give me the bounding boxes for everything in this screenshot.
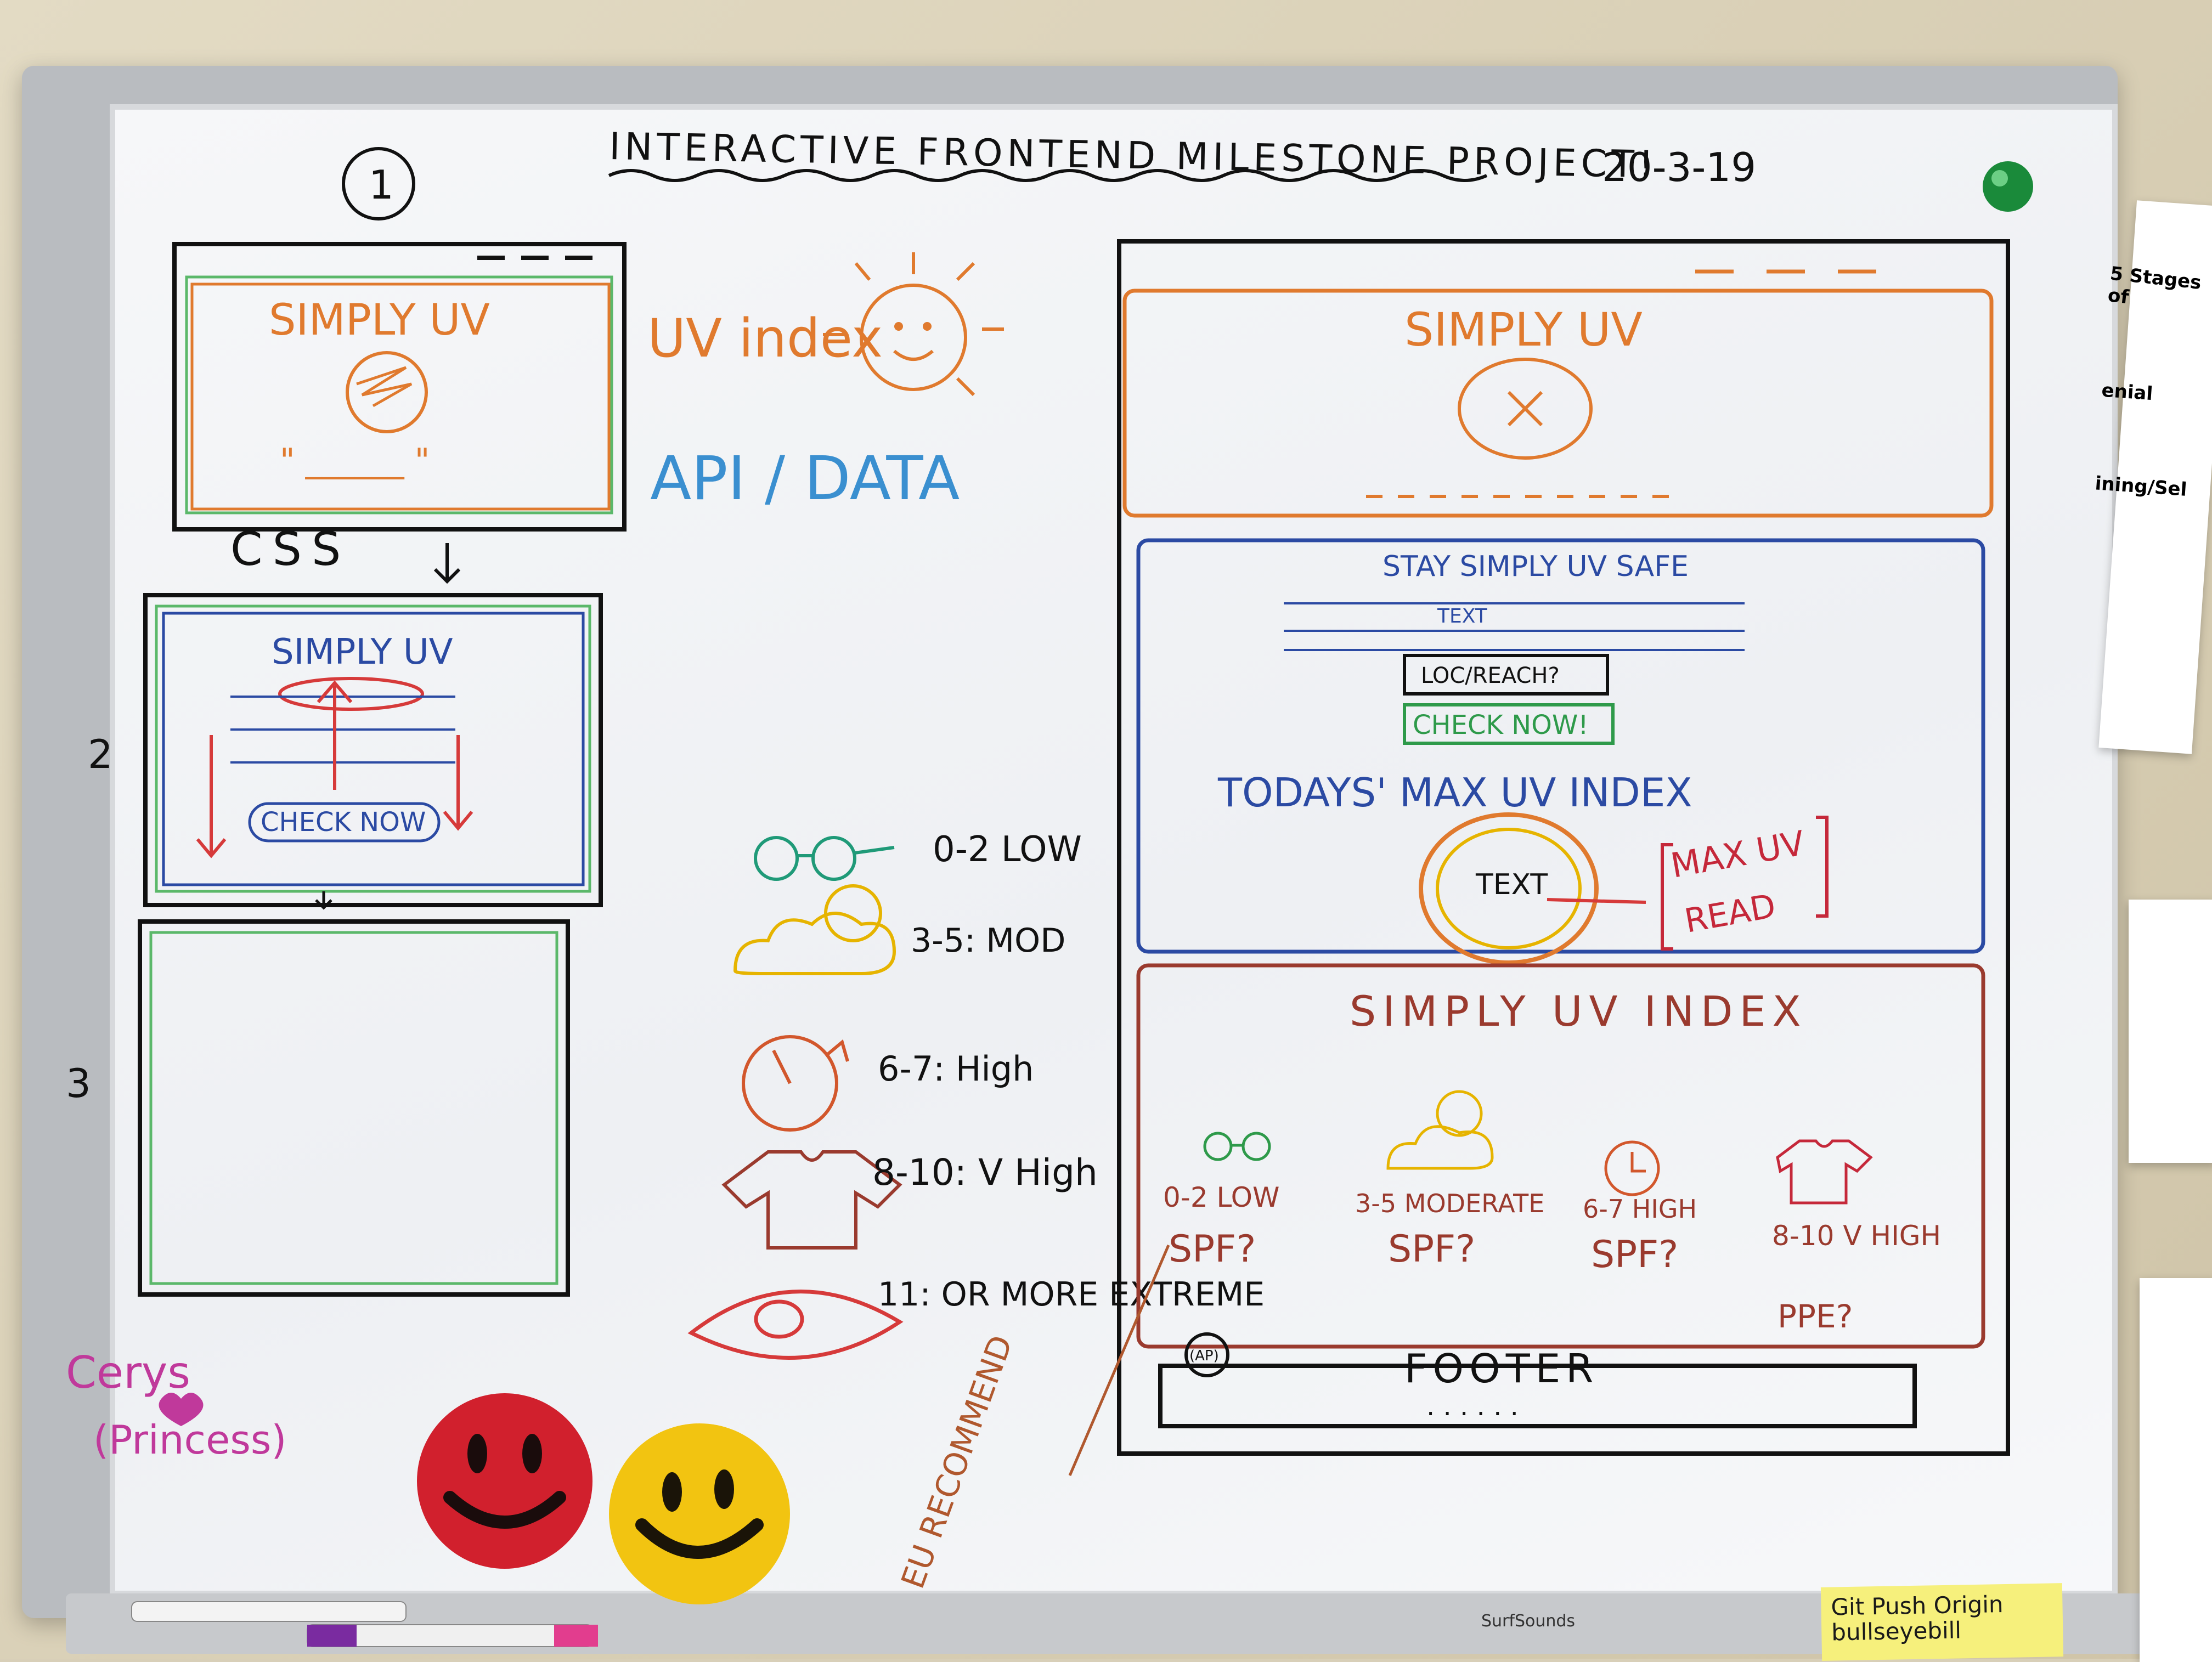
wire1-quote: " ______ " xyxy=(280,442,430,480)
api-data-label: API / DATA xyxy=(650,443,960,513)
index-range: 6-7 HIGH xyxy=(1583,1194,1697,1224)
index-spf: PPE? xyxy=(1778,1298,1853,1335)
eu-recommend-label: EU RECOMMEND xyxy=(894,1330,1020,1593)
index-col-3: 8-10 V HIGH PPE? xyxy=(1772,1139,1941,1335)
index-spf: SPF? xyxy=(1169,1228,1256,1271)
clock-icon xyxy=(1604,1140,1660,1196)
footer-dots: . . . . . . xyxy=(1426,1391,1519,1422)
today-title: TODAYS' MAX UV INDEX xyxy=(1217,770,1692,816)
glasses-icon xyxy=(754,836,895,881)
sticky-line: Git Push Origin xyxy=(1831,1591,2004,1621)
sticky-note: Git Push Origin bullseyebill xyxy=(1820,1583,2064,1661)
footer-label: FOOTER xyxy=(1404,1346,1599,1392)
hero-title: SIMPLY UV xyxy=(1404,303,1643,357)
circle-text: TEXT xyxy=(1475,868,1548,901)
legend-label: 3-5: MOD xyxy=(911,922,1065,960)
legend-label: 11: OR MORE EXTREME xyxy=(878,1275,1265,1314)
smiling-sun-icon xyxy=(823,252,1004,397)
eye-icon xyxy=(687,1290,904,1360)
heart-icon xyxy=(159,1393,204,1426)
sun-cloud-icon xyxy=(1386,1090,1494,1170)
yellow-smiley-magnet xyxy=(609,1423,790,1604)
board-date: 20-3-19 xyxy=(1602,144,1756,190)
wire2-button: CHECK NOW xyxy=(261,807,426,838)
index-range: 0-2 LOW xyxy=(1163,1182,1279,1213)
glasses-icon xyxy=(1203,1132,1271,1161)
index-title: SIMPLY UV INDEX xyxy=(1350,987,1808,1036)
index-range: 3-5 MODERATE xyxy=(1355,1189,1544,1218)
princess-label: (Princess) xyxy=(93,1417,286,1463)
sun-icon xyxy=(346,351,428,433)
uv-index-label: UV index xyxy=(647,308,883,369)
read-label: READ xyxy=(1681,887,1778,941)
sticky-line: bullseyebill xyxy=(1831,1616,1962,1646)
wireframe-small-2: 2 SIMPLY UV CHECK NOW xyxy=(88,593,603,907)
legend-label: 0-2 LOW xyxy=(933,829,1082,870)
clock-icon xyxy=(742,1035,849,1132)
uv-circle xyxy=(1419,812,1599,965)
sun-icon xyxy=(1458,358,1593,460)
brand-label: SurfSounds xyxy=(1481,1612,1575,1631)
footer-icon: (AP) xyxy=(1189,1348,1219,1364)
loc-button: LOC/REACH? xyxy=(1421,663,1560,688)
red-smiley-magnet xyxy=(417,1393,592,1569)
wireframe-small-3: 3 xyxy=(66,919,570,1297)
legend-label: 6-7: High xyxy=(878,1049,1034,1089)
index-col-1: 3-5 MODERATE SPF? xyxy=(1355,1090,1544,1271)
check-now-button: CHECK NOW! xyxy=(1413,710,1589,740)
section-title: STAY SIMPLY UV SAFE xyxy=(1383,550,1689,583)
max-uv-label: MAX UV xyxy=(1668,823,1808,886)
css-label: CSS xyxy=(230,522,351,576)
step-1-label: 1 xyxy=(369,162,394,208)
cerys-label: Cerys xyxy=(66,1347,190,1398)
sun-cloud-icon xyxy=(733,884,896,975)
wall-list xyxy=(2140,1278,2212,1662)
green-magnet xyxy=(1983,161,2033,212)
index-spf: SPF? xyxy=(1591,1233,1678,1276)
legend-label: 8-10: V High xyxy=(872,1151,1098,1194)
tshirt-icon xyxy=(721,1150,902,1250)
wall-card xyxy=(2129,900,2212,1163)
index-col-0: 0-2 LOW SPF? xyxy=(1163,1132,1279,1271)
wire2-title: SIMPLY UV xyxy=(272,632,453,672)
uv-legend: 0-2 LOW 3-5: MOD 6-7: High 8-10: V High … xyxy=(687,829,1265,1360)
markers xyxy=(131,1601,598,1647)
step-2-label: 2 xyxy=(88,731,113,777)
index-col-2: 6-7 HIGH SPF? xyxy=(1583,1140,1697,1276)
index-range: 8-10 V HIGH xyxy=(1772,1220,1941,1252)
wireframe-small-1: SIMPLY UV " ______ " xyxy=(172,242,627,532)
step-3-label: 3 xyxy=(66,1060,91,1106)
section-text: TEXT xyxy=(1437,605,1488,628)
index-spf: SPF? xyxy=(1388,1228,1475,1271)
tshirt-icon xyxy=(1776,1139,1873,1205)
wire1-title: SIMPLY UV xyxy=(269,296,490,345)
wireframe-large: SIMPLY UV STAY SIMPLY UV SAFE TEXT LOC/R… xyxy=(1117,239,2010,1456)
